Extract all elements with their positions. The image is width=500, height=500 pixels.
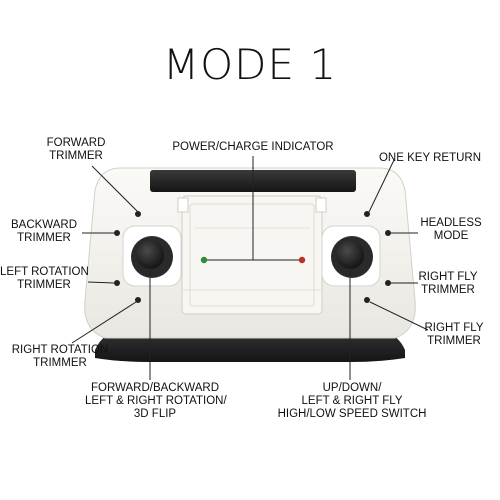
diagram-title: MODE 1 <box>162 40 338 89</box>
panel-clip-right <box>315 197 327 213</box>
label-power-indicator: POWER/CHARGE INDICATOR <box>172 141 334 153</box>
left-stick-cap <box>136 241 164 269</box>
leader-one-key-return <box>368 159 395 213</box>
charge-led <box>298 256 306 264</box>
one-key-return-button <box>364 211 370 217</box>
center-panel-inner <box>189 203 315 307</box>
left-rotation-trimmer-button <box>114 280 120 286</box>
label-one-key-return: ONE KEY RETURN <box>378 152 482 164</box>
leader-forward-trimmer <box>91 165 139 213</box>
right-stick-cap <box>336 241 364 269</box>
leader-left-rotation <box>87 281 115 284</box>
power-led <box>200 256 208 264</box>
forward-trimmer-button <box>135 211 141 217</box>
right-fly-trimmer-upper-button <box>385 280 391 286</box>
panel-clip-left <box>177 197 189 213</box>
leader-right-rotation <box>71 301 137 344</box>
headless-mode-button <box>385 230 391 236</box>
leader-right-fly-lower <box>369 301 429 331</box>
center-panel <box>181 195 323 315</box>
right-fly-trimmer-lower-button <box>364 297 370 303</box>
backward-trimmer-button <box>114 230 120 236</box>
right-rotation-trimmer-button <box>135 297 141 303</box>
